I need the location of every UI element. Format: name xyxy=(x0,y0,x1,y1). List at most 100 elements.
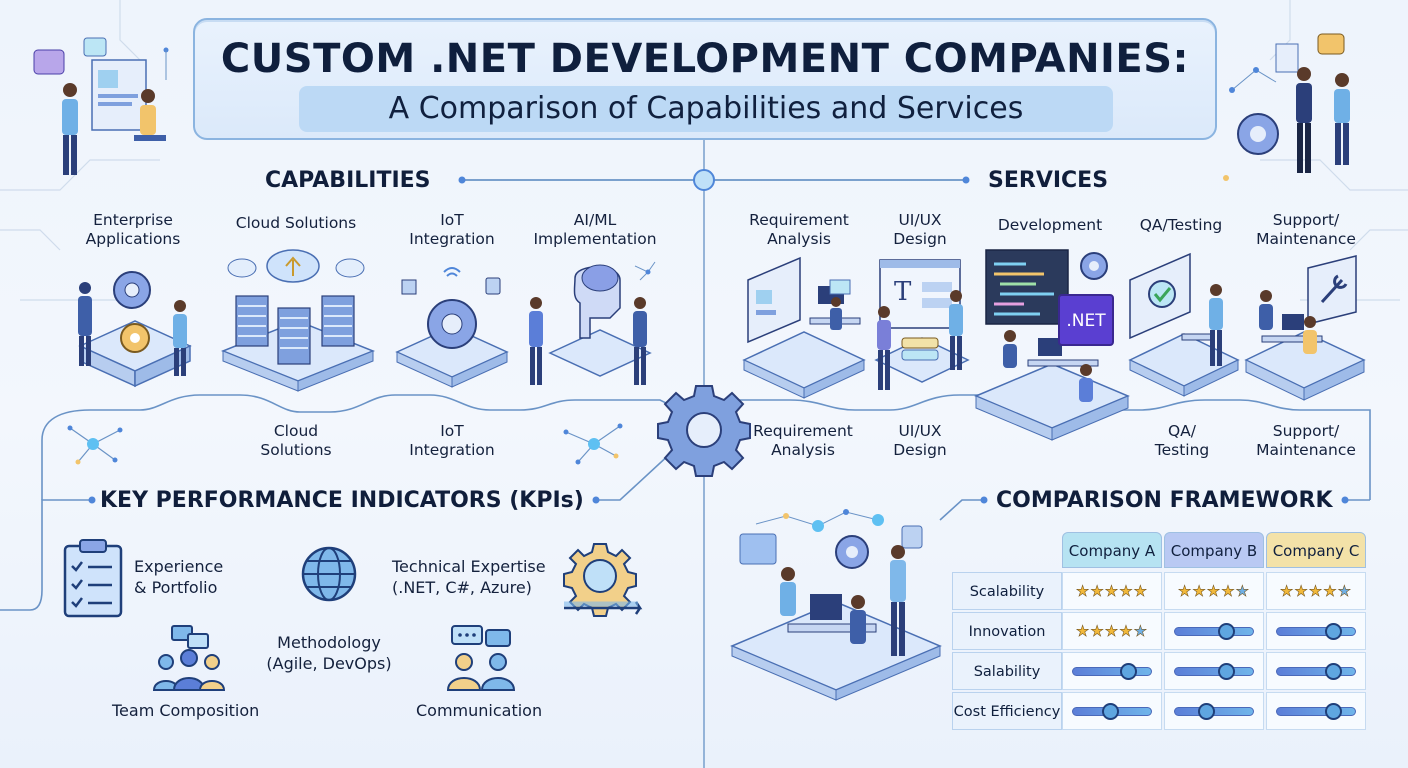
row-label-salability: Salability xyxy=(952,652,1062,690)
requirement-analysis-illustration xyxy=(742,256,866,399)
comparison-team-illustration xyxy=(730,509,942,701)
rating-stars: ★★★★★ xyxy=(1075,622,1149,641)
rating-stars: ★★★★★ xyxy=(1075,582,1149,601)
rating-stars: ★★★★★ xyxy=(1279,582,1353,601)
star-icon: ★ xyxy=(1075,622,1091,641)
star-icon: ★ xyxy=(1337,582,1353,601)
slider-knob xyxy=(1119,662,1137,680)
gear-cycle-icon xyxy=(563,543,643,617)
slider-knob xyxy=(1198,702,1216,720)
star-icon: ★ xyxy=(1177,582,1193,601)
business-team-illustration xyxy=(1223,33,1350,181)
globe-icon xyxy=(301,546,357,602)
star-icon: ★ xyxy=(1090,582,1105,601)
star-icon: ★ xyxy=(1206,582,1222,601)
chat-people-icon xyxy=(446,625,516,691)
slider-knob xyxy=(1217,622,1235,640)
slider-knob xyxy=(1325,662,1343,680)
capabilities-heading: CAPABILITIES xyxy=(265,168,431,193)
rating-slider xyxy=(1174,662,1254,680)
rating-stars: ★★★★★ xyxy=(1177,582,1251,601)
comparison-table: Company A Company B Company C Scalabilit… xyxy=(952,532,1366,732)
star-icon: ★ xyxy=(1133,622,1149,641)
table-cell: ★★★★★ xyxy=(1164,572,1264,610)
star-icon: ★ xyxy=(1192,582,1207,601)
kpi-label-technical: Technical Expertise(.NET, C#, Azure) xyxy=(392,557,546,597)
kpi-label-methodology: Methodology(Agile, DevOps) xyxy=(266,633,392,673)
kpi-label-experience: Experience& Portfolio xyxy=(134,557,224,597)
star-icon: ★ xyxy=(1308,582,1324,601)
table-cell: ★★★★★ xyxy=(1266,572,1366,610)
column-header-company-b: Company B xyxy=(1164,532,1264,568)
row-label-cost-efficiency: Cost Efficiency xyxy=(952,692,1062,730)
cloud-solutions-illustration xyxy=(220,249,376,392)
table-cell xyxy=(1164,652,1264,690)
network-nodes-icon-2 xyxy=(563,423,623,465)
service-bottom-label-qa: QA/Testing xyxy=(1154,422,1210,459)
qa-testing-illustration xyxy=(1128,252,1240,397)
slider-knob xyxy=(1217,662,1235,680)
ai-ml-illustration xyxy=(529,261,656,385)
service-label-development: Development xyxy=(997,216,1103,234)
enterprise-applications-illustration xyxy=(78,271,192,388)
rating-slider xyxy=(1276,622,1356,640)
star-icon: ★ xyxy=(1075,582,1091,601)
kpi-label-team: Team Composition xyxy=(112,701,260,720)
table-cell: ★★★★★ xyxy=(1062,612,1162,650)
support-maintenance-illustration xyxy=(1244,255,1366,401)
table-cell xyxy=(1062,652,1162,690)
star-icon: ★ xyxy=(1133,582,1149,601)
service-bottom-label-support: Support/Maintenance xyxy=(1256,422,1356,459)
ui-ux-design-illustration: T xyxy=(874,259,970,390)
page-subtitle: A Comparison of Capabilities and Service… xyxy=(299,86,1113,132)
star-icon: ★ xyxy=(1235,582,1251,601)
slider-knob xyxy=(1325,702,1343,720)
star-icon: ★ xyxy=(1221,582,1236,601)
table-cell xyxy=(1164,692,1264,730)
table-cell xyxy=(1164,612,1264,650)
star-icon: ★ xyxy=(1294,582,1309,601)
column-header-company-a: Company A xyxy=(1062,532,1162,568)
clipboard-checklist-icon xyxy=(63,539,123,618)
kpi-label-communication: Communication xyxy=(416,701,543,720)
slider-knob xyxy=(1325,622,1343,640)
table-cell: ★★★★★ xyxy=(1062,572,1162,610)
rating-slider xyxy=(1174,702,1254,720)
rating-slider xyxy=(1276,702,1356,720)
star-icon: ★ xyxy=(1104,582,1120,601)
row-label-scalability: Scalability xyxy=(952,572,1062,610)
star-icon: ★ xyxy=(1119,622,1134,641)
service-label-support: Support/Maintenance xyxy=(1256,211,1356,248)
service-label-qa: QA/Testing xyxy=(1139,216,1223,234)
star-icon: ★ xyxy=(1090,622,1105,641)
capability-label-cloud: Cloud Solutions xyxy=(235,214,357,232)
network-nodes-icon xyxy=(67,425,123,465)
star-icon: ★ xyxy=(1119,582,1134,601)
services-heading: SERVICES xyxy=(988,168,1109,193)
rating-slider xyxy=(1276,662,1356,680)
comparison-heading: COMPARISON FRAMEWORK xyxy=(996,488,1333,513)
star-icon: ★ xyxy=(1279,582,1295,601)
rating-slider xyxy=(1072,702,1152,720)
column-header-company-c: Company C xyxy=(1266,532,1366,568)
row-label-innovation: Innovation xyxy=(952,612,1062,650)
star-icon: ★ xyxy=(1323,582,1338,601)
rating-slider xyxy=(1072,662,1152,680)
table-cell xyxy=(1062,692,1162,730)
svg-text:T: T xyxy=(894,277,912,307)
page-title: CUSTOM .NET DEVELOPMENT COMPANIES: xyxy=(220,36,1190,82)
title-banner: CUSTOM .NET DEVELOPMENT COMPANIES: A Com… xyxy=(193,18,1217,140)
table-cell xyxy=(1266,692,1366,730)
dotnet-badge: .NET xyxy=(1058,294,1114,346)
table-cell xyxy=(1266,612,1366,650)
iot-integration-illustration xyxy=(395,267,509,388)
